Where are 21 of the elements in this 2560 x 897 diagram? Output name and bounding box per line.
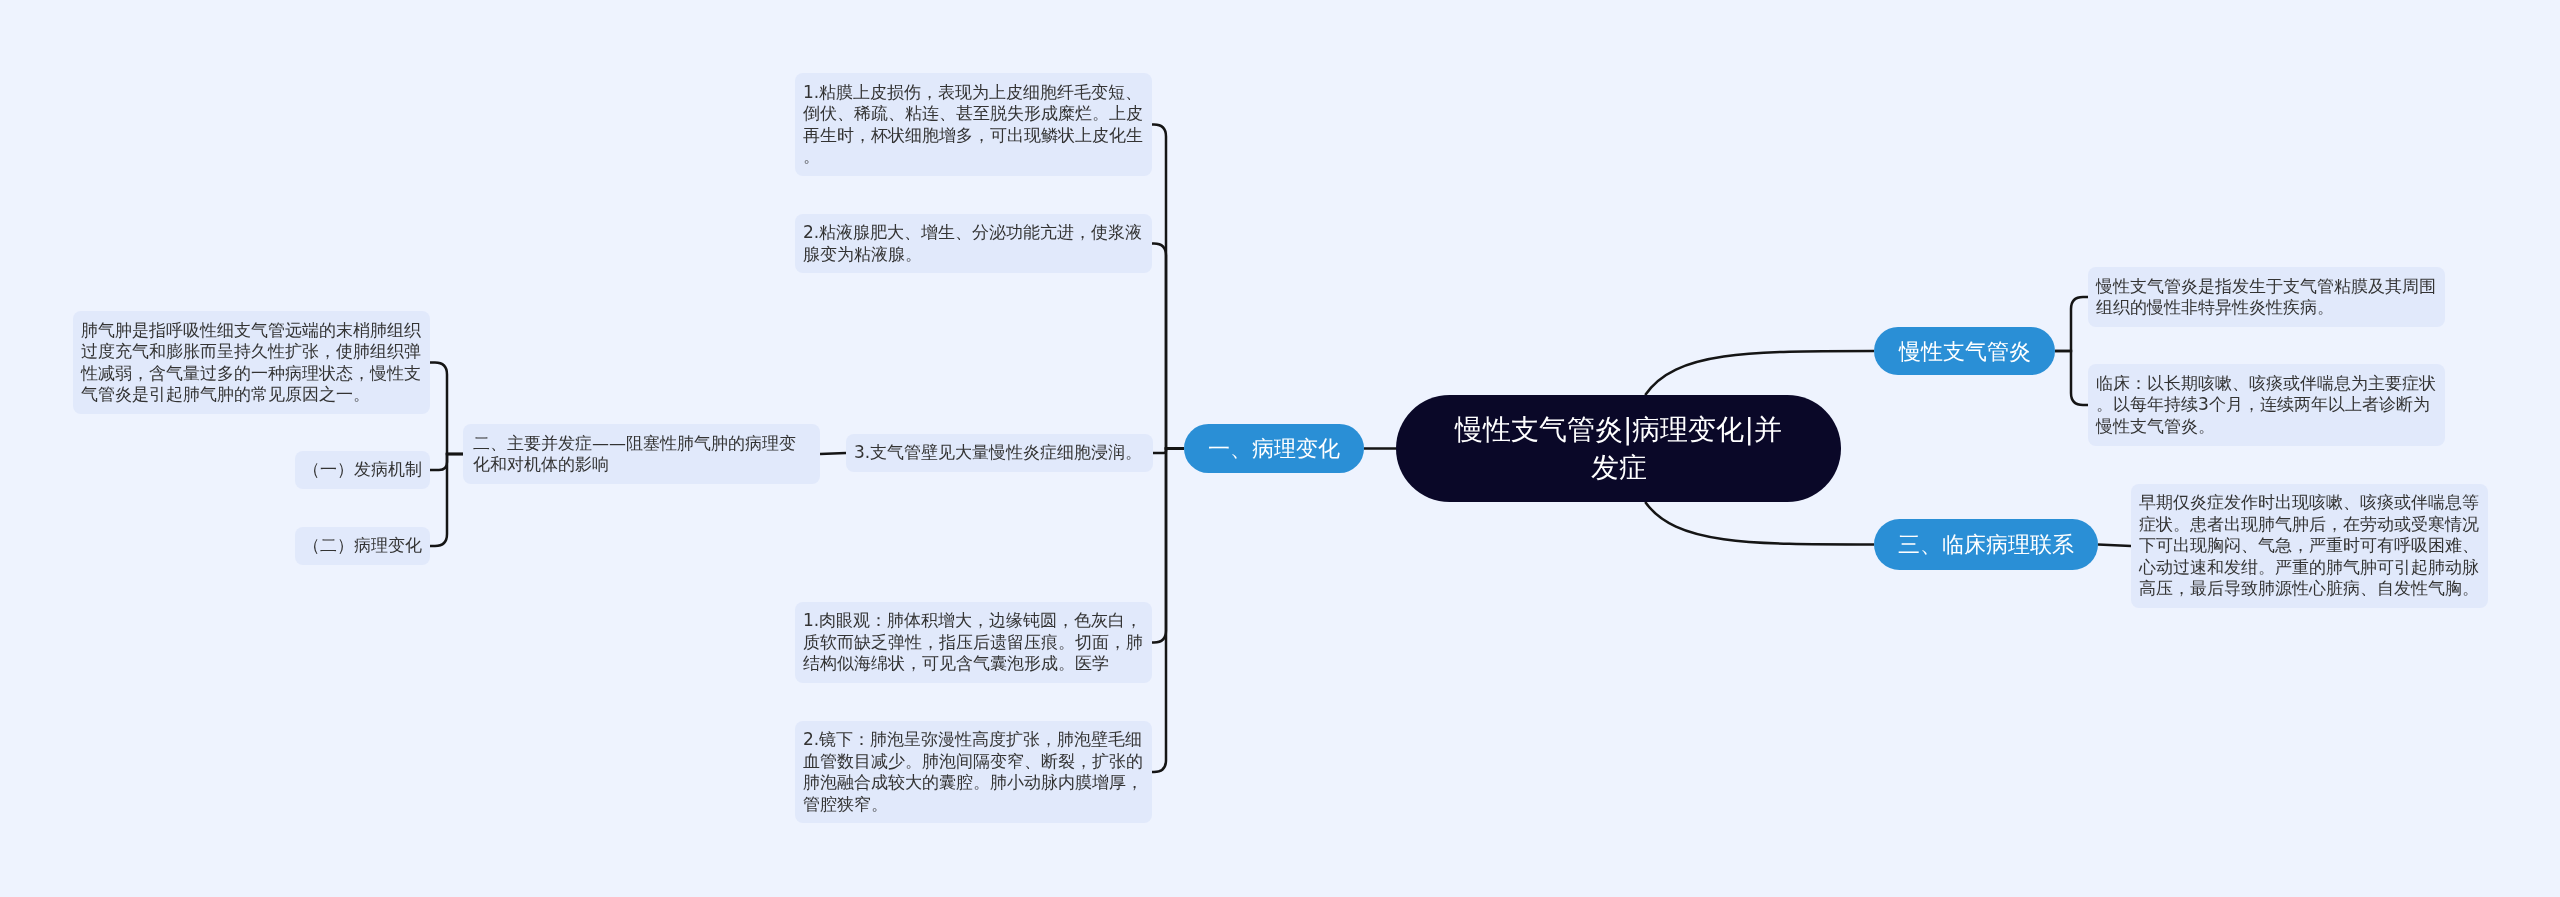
note-box: 2.粘液腺肥大、增生、分泌功能亢进，使浆液腺变为粘液腺。 xyxy=(795,214,1152,273)
note-box: 早期仅炎症发作时出现咳嗽、咳痰或伴喘息等症状。患者出现肺气肿后，在劳动或受寒情况下可出现胸闷、气急，严重时可有呼吸困难、心动过速和发绀。严重的肺气肿可引起肺动脉高压，最后导致肺源性心脏病、自发性气胸。 xyxy=(2131,484,2488,608)
note-box: 慢性支气管炎是指发生于支气管粘膜及其周围组织的慢性非特异性炎性疾病。 xyxy=(2088,267,2445,327)
connector-line xyxy=(1364,447,1396,450)
connector-line xyxy=(2097,543,2132,548)
note-box: 2.镜下：肺泡呈弥漫性高度扩张，肺泡壁毛细血管数目减少。肺泡间隔变窄、断裂，扩张的肺泡融合成较大的囊腔。肺小动脉内膜增厚，管腔狭窄。 xyxy=(795,721,1152,823)
connector-line xyxy=(1644,501,1874,546)
note-box: 3.支气管壁见大量慢性炎症细胞浸润。 xyxy=(846,434,1153,472)
note-box: 1.肉眼观：肺体积增大，边缘钝圆，色灰白，质软而缺乏弹性，指压后遗留压痕。切面，肺结构似海绵状，可见含气囊泡形成。医学 xyxy=(795,602,1152,683)
connector-line xyxy=(1644,349,1874,396)
note-box: （一）发病机制 xyxy=(295,451,430,489)
note-box: （二）病理变化 xyxy=(295,527,430,565)
topic-pill: 一、病理变化 xyxy=(1184,424,1364,473)
note-box: 临床：以长期咳嗽、咳痰或伴喘息为主要症状。以每年持续3个月，连续两年以上者诊断为慢性支气管炎。 xyxy=(2088,364,2445,446)
topic-pill: 三、临床病理联系 xyxy=(1874,519,2098,570)
note-box: 1.粘膜上皮损伤，表现为上皮细胞纤毛变短、倒伏、稀疏、粘连、甚至脱失形成糜烂。上皮再生时，杯状细胞增多，可出现鳞状上皮化生。 xyxy=(795,73,1152,176)
central-topic: 慢性支气管炎|病理变化|并发症 xyxy=(1396,395,1841,502)
connector-line xyxy=(819,451,847,456)
note-box: 肺气肿是指呼吸性细支气管远端的末梢肺组织过度充气和膨胀而呈持久性扩张，使肺组织弹性减弱，含气量过多的一种病理状态，慢性支气管炎是引起肺气肿的常见原因之一。 xyxy=(73,311,430,414)
topic-pill: 慢性支气管炎 xyxy=(1874,327,2055,375)
note-box: 二、主要并发症——阻塞性肺气肿的病理变化和对机体的影响 xyxy=(463,424,820,484)
